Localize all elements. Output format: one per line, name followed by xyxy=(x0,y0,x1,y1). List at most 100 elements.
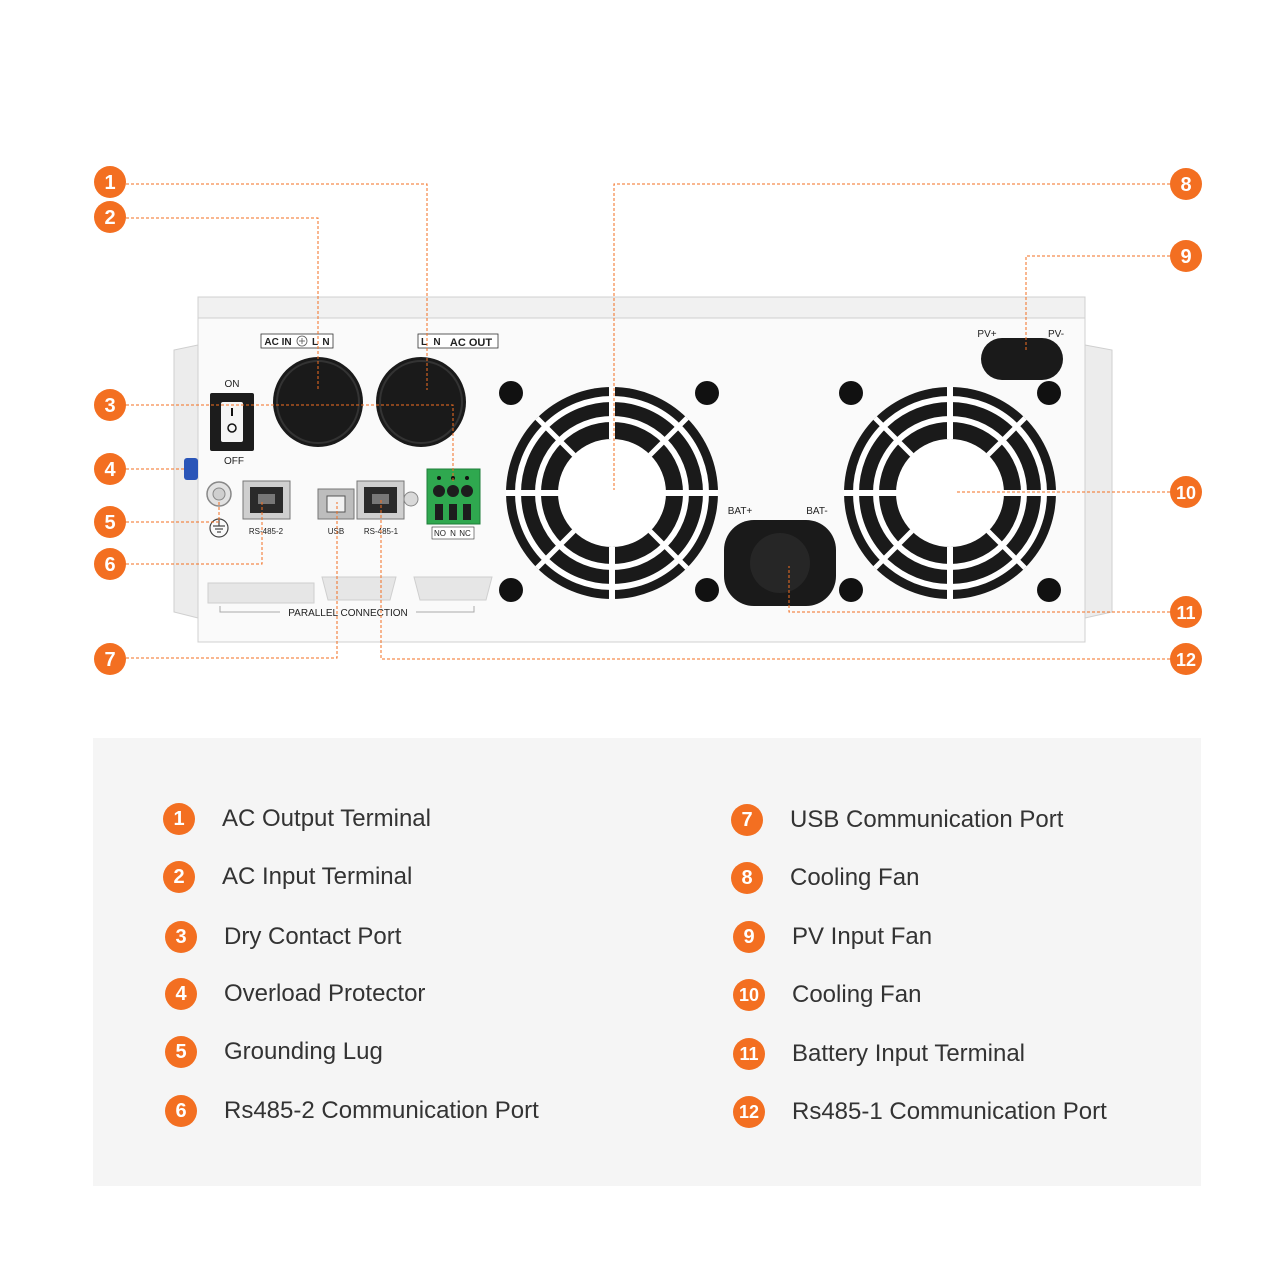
callout-number-5: 5 xyxy=(104,512,115,534)
legend-number-badge: 11 xyxy=(733,1038,765,1070)
legend-number-badge: 12 xyxy=(733,1096,765,1128)
switch-off-label: OFF xyxy=(224,456,244,467)
inverter-rear-panel-diagram: ON OFF AC IN L N L N AC OUT RS-485-2 USB xyxy=(94,166,1202,675)
legend-number-badge: 3 xyxy=(165,921,197,953)
leader-line-8 xyxy=(613,183,1170,490)
leader-line-12 xyxy=(380,500,1170,660)
callout-number-2: 2 xyxy=(104,207,115,229)
overload-protector[interactable] xyxy=(184,458,198,480)
callout-badge-1 xyxy=(94,166,126,198)
parallel-connector-2 xyxy=(321,576,397,601)
legend-item-cooling-fan-8: 8 Cooling Fan xyxy=(731,861,919,895)
rs485-2-label: RS-485-2 xyxy=(249,527,284,536)
dry-no-label: NO xyxy=(434,529,446,538)
callout-number-3: 3 xyxy=(104,395,115,417)
legend-label: Battery Input Terminal xyxy=(792,1040,1026,1067)
ac-in-label: AC IN xyxy=(264,337,291,348)
leader-line-11 xyxy=(788,566,1170,613)
leader-line-7 xyxy=(126,502,338,659)
leader-line-3 xyxy=(126,404,454,483)
callout-badge-6 xyxy=(94,548,126,580)
legend-item-cooling-fan-10: 10 Cooling Fan xyxy=(733,978,921,1012)
legend-number-badge: 2 xyxy=(163,861,195,893)
legend-item-battery-input: 11 Battery Input Terminal xyxy=(733,1037,1025,1071)
legend-label: Cooling Fan xyxy=(790,864,920,891)
leader-line-5 xyxy=(126,500,220,523)
callout-number-4: 4 xyxy=(104,459,116,481)
callout-number-1: 1 xyxy=(104,172,115,194)
legend-label: PV Input Fan xyxy=(792,923,933,950)
callout-badge-12 xyxy=(1170,643,1202,675)
ac-input-terminal xyxy=(273,357,363,447)
ac-in-n-label: N xyxy=(322,337,329,348)
switch-rocker xyxy=(221,402,243,442)
left-bracket xyxy=(173,344,199,619)
pv-minus-label: PV- xyxy=(1048,329,1064,340)
callout-badge-8 xyxy=(1170,168,1202,200)
callout-number-7: 7 xyxy=(104,649,115,671)
switch-on-label: ON xyxy=(225,379,240,390)
legend-number-badge: 10 xyxy=(733,979,765,1011)
legend-label: Rs485-1 Communication Port xyxy=(792,1098,1107,1125)
pv-plus-label: PV+ xyxy=(977,329,996,340)
usb-label: USB xyxy=(328,527,344,536)
callout-number-10: 10 xyxy=(1176,483,1196,503)
legend-label: USB Communication Port xyxy=(790,806,1064,833)
legend-item-overload-protector: 4 Overload Protector xyxy=(165,977,425,1011)
callout-badge-3 xyxy=(94,389,126,421)
legend-item-rs485-2-port: 6 Rs485-2 Communication Port xyxy=(165,1094,539,1128)
legend-item-ac-input-terminal: 2 AC Input Terminal xyxy=(163,860,412,894)
callout-badge-11 xyxy=(1170,596,1202,628)
legend-label: Dry Contact Port xyxy=(224,923,402,950)
legend-label: AC Input Terminal xyxy=(222,863,413,890)
callout-badge-7 xyxy=(94,643,126,675)
earth-symbol-icon xyxy=(296,335,308,347)
callout-badge-5 xyxy=(94,506,126,538)
pv-input-port xyxy=(981,338,1063,380)
bat-plus-label: BAT+ xyxy=(728,506,753,517)
legend-item-usb-port: 7 USB Communication Port xyxy=(731,803,1063,837)
legend-item-dry-contact-port: 3 Dry Contact Port xyxy=(165,920,401,954)
leader-line-9 xyxy=(1025,255,1170,352)
leader-line-1 xyxy=(126,183,428,390)
callout-badge-2 xyxy=(94,201,126,233)
cooling-fan-right xyxy=(839,381,1061,602)
legend-label: Rs485-2 Communication Port xyxy=(224,1097,539,1124)
parallel-connection-label: PARALLEL CONNECTION xyxy=(288,608,407,619)
dry-n-label: N xyxy=(450,529,456,538)
legend-panel: 1 AC Output Terminal 2 AC Input Terminal… xyxy=(93,738,1201,1186)
ac-out-l-label: L xyxy=(421,337,427,348)
legend-number-badge: 8 xyxy=(731,862,763,894)
legend-label: Grounding Lug xyxy=(224,1038,383,1065)
parallel-connector-1 xyxy=(207,582,315,604)
ac-in-l-label: L xyxy=(312,337,318,348)
legend-number-badge: 4 xyxy=(165,978,197,1010)
callout-number-11: 11 xyxy=(1176,603,1195,623)
callout-number-6: 6 xyxy=(104,554,115,576)
legend-item-grounding-lug: 5 Grounding Lug xyxy=(165,1035,383,1069)
legend-label: AC Output Terminal xyxy=(222,805,431,832)
dry-contact-port[interactable] xyxy=(426,468,481,525)
bat-minus-label: BAT- xyxy=(806,506,827,517)
legend-number-badge: 1 xyxy=(163,803,195,835)
callout-badge-9 xyxy=(1170,240,1202,272)
parallel-connector-3 xyxy=(413,576,493,601)
legend-item-rs485-1-port: 12 Rs485-1 Communication Port xyxy=(733,1095,1107,1129)
legend-number-badge: 6 xyxy=(165,1095,197,1127)
legend-number-badge: 5 xyxy=(165,1036,197,1068)
legend-number-badge: 9 xyxy=(733,921,765,953)
cooling-fan-left xyxy=(499,381,719,602)
legend-label: Overload Protector xyxy=(224,980,426,1007)
callout-badge-4 xyxy=(94,453,126,485)
callout-number-12: 12 xyxy=(1176,650,1196,670)
ac-out-n-label: N xyxy=(433,337,440,348)
right-bracket xyxy=(1084,344,1113,619)
callout-number-8: 8 xyxy=(1180,174,1191,196)
legend-item-pv-input: 9 PV Input Fan xyxy=(733,920,932,954)
leader-line-6 xyxy=(126,500,263,565)
ac-output-terminal xyxy=(376,357,466,447)
mount-screw xyxy=(403,491,419,507)
legend-label: Cooling Fan xyxy=(792,981,922,1008)
callout-badge-10 xyxy=(1170,476,1202,508)
callout-number-9: 9 xyxy=(1180,246,1191,268)
